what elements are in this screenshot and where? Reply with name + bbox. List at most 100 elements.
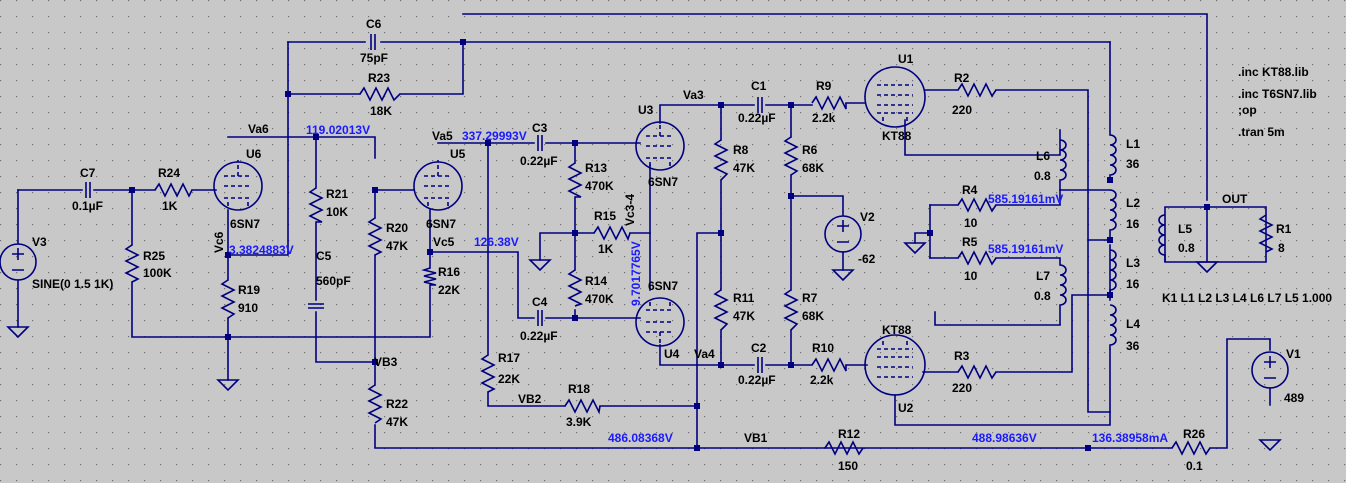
ground-icon	[903, 242, 927, 255]
capacitors	[85, 34, 763, 373]
ground-icon	[1258, 439, 1282, 452]
label-u3-value: 6SN7	[648, 175, 678, 189]
inductor-l4	[1109, 304, 1117, 350]
label-l5-value: 0.8	[1178, 241, 1195, 255]
op-va5: 337.29993V	[462, 129, 527, 143]
label-r12-ref: R12	[838, 427, 860, 441]
net-vc5: Vc5	[433, 235, 455, 249]
label-c6-value: 75pF	[360, 51, 388, 65]
tubes	[213, 66, 926, 396]
inductors	[1059, 134, 1166, 350]
resistor-r13	[567, 162, 583, 198]
net-va5: Va5	[432, 129, 453, 143]
label-r13-value: 470K	[585, 179, 614, 193]
label-u4-ref: U4	[664, 347, 680, 361]
label-r26-value: 0.1	[1186, 459, 1203, 473]
label-l6-ref: L6	[1036, 149, 1050, 163]
label-l7-value: 0.8	[1034, 289, 1051, 303]
label-r19-ref: R19	[238, 283, 260, 297]
label-u2-value: KT88	[882, 323, 912, 337]
operating-point-annotations: 119.02013V 337.29993V 3.3824883V 126.38V…	[229, 123, 1168, 445]
op-vc5: 126.38V	[474, 235, 519, 249]
net-vb2: VB2	[518, 392, 542, 406]
label-l3-value: 16	[1126, 277, 1140, 291]
resistor-r9	[811, 95, 847, 111]
resistor-r25	[124, 244, 140, 283]
label-r1-ref: R1	[1276, 222, 1292, 236]
capacitor-c2	[757, 357, 763, 373]
label-r24-value: 1K	[162, 199, 178, 213]
label-r7-ref: R7	[802, 291, 818, 305]
label-r20-ref: R20	[386, 221, 408, 235]
label-r6-ref: R6	[802, 143, 818, 157]
label-r16-ref: R16	[438, 265, 460, 279]
label-r3-value: 220	[952, 381, 972, 395]
op-vc6: 3.3824883V	[229, 243, 294, 257]
ground-icon	[6, 326, 30, 339]
label-r11-value: 47K	[733, 309, 755, 323]
label-u6-value: 6SN7	[230, 217, 260, 231]
label-r14-ref: R14	[585, 274, 607, 288]
inductor-l5	[1158, 214, 1166, 262]
label-r14-value: 470K	[585, 292, 614, 306]
label-r23-ref: R23	[368, 71, 390, 85]
label-l4-value: 36	[1126, 339, 1140, 353]
label-r5-value: 10	[964, 269, 978, 283]
label-r9-value: 2.2k	[812, 111, 836, 125]
label-c7-ref: C7	[80, 166, 96, 180]
resistor-r15	[593, 225, 631, 242]
label-l1-ref: L1	[1126, 137, 1140, 151]
capacitor-c7	[85, 182, 91, 198]
ground-icon	[528, 259, 552, 272]
label-r9-ref: R9	[816, 79, 832, 93]
resistor-r10	[811, 357, 847, 373]
label-r5-ref: R5	[962, 235, 978, 249]
resistor-r8	[713, 139, 729, 181]
resistor-r11	[713, 289, 729, 331]
resistor-r19	[220, 279, 236, 319]
label-r21-value: 10K	[326, 205, 348, 219]
label-r7-value: 68K	[802, 309, 824, 323]
label-r22-ref: R22	[386, 397, 408, 411]
net-labels: Va6 Va5 Vc6 Vc5 Va3 Va4 Vc3-4 VB1 VB2 VB…	[212, 88, 1248, 445]
label-r25-value: 100K	[143, 266, 172, 280]
label-r23-value: 18K	[370, 104, 392, 118]
label-c5-value: 560pF	[316, 274, 351, 288]
label-v1-value: 489	[1284, 391, 1304, 405]
resistor-r2	[957, 82, 997, 98]
label-l2-value: 16	[1126, 217, 1140, 231]
label-c5-ref: C5	[316, 249, 332, 263]
label-c3-ref: C3	[532, 121, 548, 135]
label-c2-value: 0.22µF	[738, 373, 776, 387]
label-r15-ref: R15	[594, 209, 616, 223]
label-c6-ref: C6	[366, 17, 382, 31]
label-u5-ref: U5	[450, 147, 466, 161]
label-r11-ref: R11	[733, 291, 755, 305]
label-l6-value: 0.8	[1034, 169, 1051, 183]
net-va3: Va3	[683, 88, 704, 102]
label-r26-ref: R26	[1183, 427, 1205, 441]
label-c1-value: 0.22µF	[738, 111, 776, 125]
label-r18-value: 3.9K	[566, 415, 592, 429]
op-vb1-left: 486.08368V	[608, 431, 673, 445]
label-r13-ref: R13	[585, 161, 607, 175]
op-r5: 585.19161mV	[988, 242, 1063, 256]
op-supply-current: 136.38958mA	[1092, 431, 1168, 445]
label-v2-ref: V2	[860, 210, 875, 224]
wires	[17, 13, 1271, 449]
label-r8-ref: R8	[733, 143, 749, 157]
resistor-r14	[567, 269, 584, 307]
capacitor-c3	[537, 135, 543, 151]
label-r1-value: 8	[1278, 241, 1285, 255]
label-l1-value: 36	[1126, 157, 1140, 171]
label-r10-value: 2.2k	[810, 373, 834, 387]
inductor-l1	[1109, 134, 1117, 180]
capacitor-c1	[757, 97, 763, 113]
ground-icon	[831, 269, 855, 282]
label-r17-value: 22K	[498, 372, 520, 386]
resistor-r1	[1258, 214, 1274, 253]
net-vb1: VB1	[744, 431, 768, 445]
label-r20-value: 47K	[386, 239, 408, 253]
label-r22-value: 47K	[386, 415, 408, 429]
